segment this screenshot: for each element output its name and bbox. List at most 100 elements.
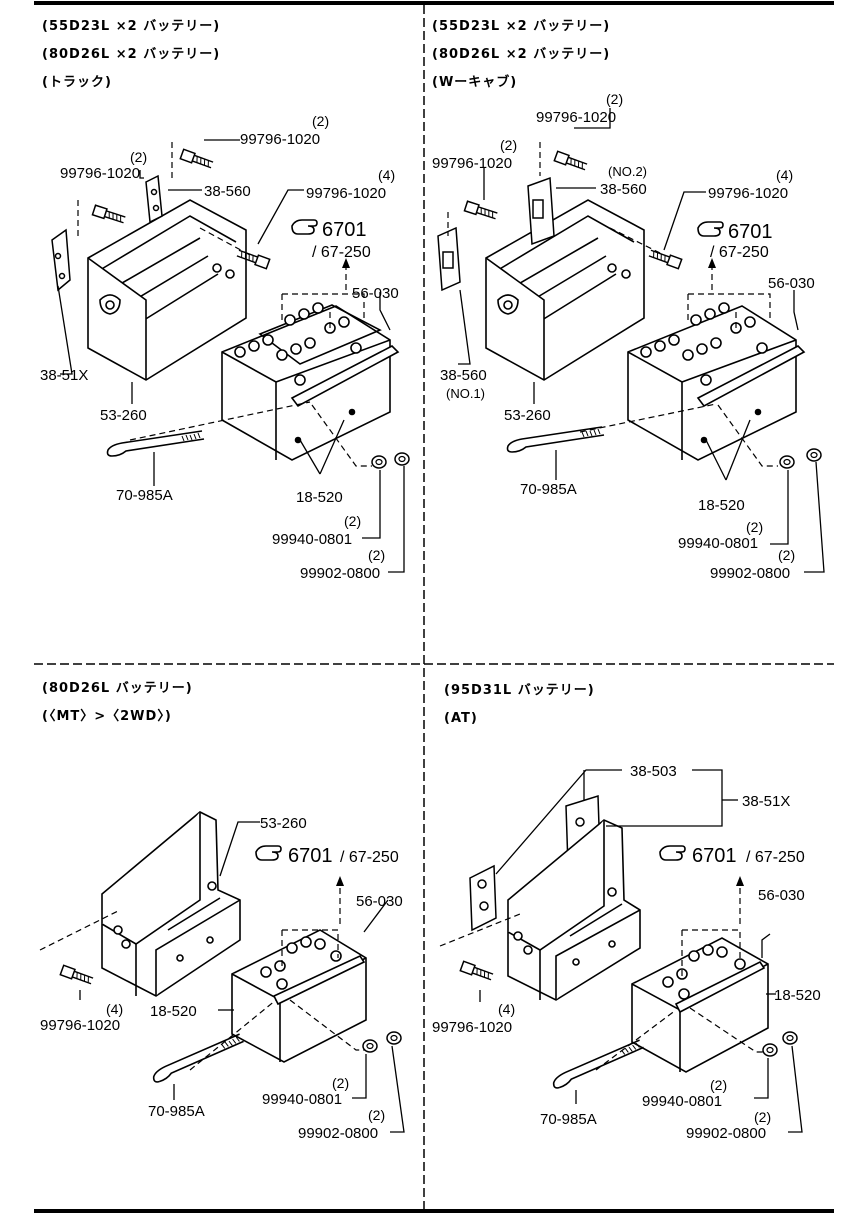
label-part-number: 70-985A — [148, 1103, 205, 1120]
label-qty: (2) — [778, 547, 795, 563]
nut-99940-icon — [762, 1043, 778, 1057]
battery-56-030 — [627, 302, 806, 461]
pointing-hand-icon — [255, 845, 282, 861]
bracket-38-51x — [51, 228, 71, 292]
label-qty: (2) — [754, 1109, 771, 1125]
panel-1-header-1: (55D23L ×2 バッテリー) — [42, 19, 220, 34]
label-qty: (2) — [606, 91, 623, 107]
label-part-number: 18-520 — [774, 987, 821, 1004]
panel-2: (55D23L ×2 バッテリー) (80D26L ×2 バッテリー) (Wーキ… — [432, 19, 825, 582]
label-ref-sub: / 67-250 — [710, 244, 769, 261]
label-part-number: 99796-1020 — [432, 1019, 512, 1036]
bolt-icon — [459, 960, 495, 983]
label-part-number: 38-560 — [204, 183, 251, 200]
panel-2-header-3: (Wーキャブ) — [432, 74, 517, 90]
rod-70-985a-icon — [547, 1038, 649, 1090]
panel-1: (55D23L ×2 バッテリー) (80D26L ×2 バッテリー) (トラッ… — [40, 19, 410, 582]
label-part-number: 38-503 — [630, 763, 677, 780]
panel-4: (95D31L バッテリー) (AT) — [432, 683, 821, 1142]
battery-56-030 — [231, 929, 367, 1063]
label-ref-sub: / 67-250 — [312, 244, 371, 261]
bolt-top-icon — [553, 150, 589, 173]
panel-2-header-1: (55D23L ×2 バッテリー) — [432, 19, 610, 34]
panel-3: (80D26L バッテリー) (〈MT〉>〈2WD〉) — [39, 681, 405, 1142]
nut-99940-icon — [371, 455, 387, 469]
label-qty: (2) — [710, 1077, 727, 1093]
pointing-hand-icon — [291, 219, 318, 235]
label-ref-sub: / 67-250 — [340, 849, 399, 866]
label-part-number: 18-520 — [698, 497, 745, 514]
panel-3-header-2: (〈MT〉>〈2WD〉) — [42, 708, 172, 724]
battery-tray-53-260 — [87, 199, 247, 381]
nut-99902-icon — [386, 1031, 402, 1045]
label-qty: (2) — [746, 519, 763, 535]
label-part-number: 56-030 — [768, 275, 815, 292]
label-part-number: 53-260 — [100, 407, 147, 424]
label-part-number: 70-985A — [540, 1111, 597, 1128]
label-part-number: 18-520 — [150, 1003, 197, 1020]
label-qty: (4) — [378, 167, 395, 183]
label-part-number: 99796-1020 — [60, 165, 140, 182]
nut-99902-icon — [782, 1031, 798, 1045]
label-part-number: 99902-0800 — [300, 565, 380, 582]
label-part-number: 56-030 — [352, 285, 399, 302]
label-ref-sub: / 67-250 — [746, 849, 805, 866]
label-part-number: 99902-0800 — [298, 1125, 378, 1142]
rod-70-985a-icon — [106, 430, 205, 457]
bracket-38-560 — [145, 174, 163, 224]
panel-4-header-1: (95D31L バッテリー) — [444, 683, 595, 698]
label-qty: (2) — [368, 1107, 385, 1123]
label-note: (NO.2) — [608, 164, 647, 179]
label-part-number: 38-51X — [742, 793, 790, 810]
nut-99902-icon — [394, 452, 410, 466]
label-part-number: 99796-1020 — [432, 155, 512, 172]
label-qty: (2) — [344, 513, 361, 529]
panel-1-header-2: (80D26L ×2 バッテリー) — [42, 47, 220, 62]
bolt-left-icon — [91, 204, 127, 226]
rod-70-985a-icon — [147, 1032, 249, 1084]
label-part-number: 18-520 — [296, 489, 343, 506]
battery-56-030 — [631, 937, 769, 1073]
label-part-number: 70-985A — [520, 481, 577, 498]
label-part-number: 99796-1020 — [240, 131, 320, 148]
label-part-number: 99902-0800 — [686, 1125, 766, 1142]
bracket-38-51x — [507, 819, 641, 1001]
label-part-number: 99940-0801 — [262, 1091, 342, 1108]
bolt-top-icon — [179, 148, 215, 171]
nut-99940-icon — [362, 1039, 378, 1053]
label-part-number: 38-51X — [40, 367, 88, 384]
label-part-number: 56-030 — [758, 887, 805, 904]
label-qty: (4) — [776, 167, 793, 183]
bracket-38-560-no1 — [437, 226, 461, 292]
label-part-number: 99902-0800 — [710, 565, 790, 582]
label-ref-main: 6701 — [288, 845, 333, 867]
bolt-icon — [59, 964, 95, 987]
bolt-left-icon — [463, 200, 499, 222]
label-part-number: 99796-1020 — [708, 185, 788, 202]
label-qty: (2) — [500, 137, 517, 153]
panel-3-header-1: (80D26L バッテリー) — [42, 681, 193, 696]
label-note: (NO.1) — [446, 386, 485, 401]
nut-99940-icon — [779, 455, 795, 469]
panel-2-header-2: (80D26L ×2 バッテリー) — [432, 47, 610, 62]
label-qty: (4) — [498, 1001, 515, 1017]
battery-tray-53-260 — [485, 199, 645, 381]
label-qty: (2) — [130, 149, 147, 165]
panel-1-header-3: (トラック) — [42, 75, 112, 90]
label-part-number: 70-985A — [116, 487, 173, 504]
nut-99902-icon — [806, 448, 822, 462]
label-ref-main: 6701 — [322, 219, 367, 241]
label-part-number: 99940-0801 — [272, 531, 352, 548]
label-qty: (2) — [332, 1075, 349, 1091]
bolt-right-icon — [647, 247, 683, 270]
label-part-number: 99940-0801 — [678, 535, 758, 552]
bracket-38-560-no2 — [527, 176, 555, 246]
rod-70-985a-icon — [506, 426, 605, 453]
label-qty: (4) — [106, 1001, 123, 1017]
label-part-number: 99796-1020 — [40, 1017, 120, 1034]
label-qty: (2) — [312, 113, 329, 129]
label-part-number: 99796-1020 — [536, 109, 616, 126]
panel-4-header-2: (AT) — [444, 711, 478, 726]
label-part-number: 38-560 — [600, 181, 647, 198]
